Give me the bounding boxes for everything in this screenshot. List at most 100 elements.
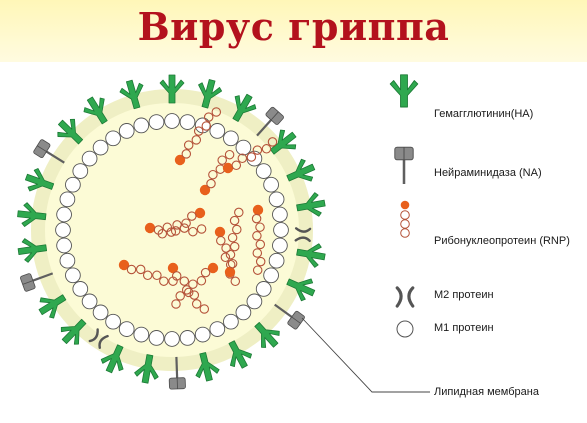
- m1-protein-bead: [179, 114, 196, 130]
- title-band: [0, 0, 587, 62]
- rnp-bead: [267, 137, 278, 147]
- rnp-bead: [203, 112, 214, 122]
- rnp-bead: [255, 239, 266, 250]
- rnp-segment: [251, 204, 266, 275]
- legend-label-m2: M2 протеин: [434, 289, 494, 301]
- rnp-bead: [183, 287, 194, 298]
- m1-protein-bead: [72, 281, 89, 297]
- rnp-bead: [252, 265, 263, 275]
- rnp-bead: [234, 207, 244, 218]
- rnp-bead: [227, 232, 238, 243]
- m1-protein-bead: [194, 326, 211, 343]
- rnp-bead: [171, 271, 182, 281]
- m1-protein-bead: [223, 130, 239, 147]
- rnp-bead: [153, 225, 164, 235]
- rnp-bead: [181, 149, 192, 159]
- legend-label-rnp: Рибонуклеопротеин (RNP): [434, 235, 570, 247]
- rnp-bead: [237, 153, 248, 164]
- rnp-bead: [252, 145, 263, 155]
- m1-protein-bead: [65, 176, 81, 193]
- rnp-segment: [167, 262, 210, 314]
- rnp-bead: [229, 241, 240, 252]
- m1-protein-bead: [268, 191, 285, 208]
- rnp-bead: [246, 152, 257, 162]
- m1-protein-bead: [272, 206, 288, 223]
- m1-protein-bead: [235, 304, 252, 321]
- rnp-bead: [188, 226, 198, 237]
- rnp-bead: [252, 248, 263, 258]
- rnp-bead: [175, 291, 185, 301]
- m1-protein-icon: [396, 320, 414, 338]
- rnp-bead: [255, 256, 266, 267]
- rnp-bead: [135, 264, 146, 275]
- rnp-segment: [118, 259, 178, 286]
- m1-protein-bead: [255, 163, 272, 179]
- rnp-head: [144, 222, 156, 234]
- m1-protein-bead: [55, 222, 71, 238]
- rnp-bead: [229, 215, 240, 226]
- m1-protein-bead: [263, 267, 279, 284]
- m1-protein-bead: [59, 252, 76, 269]
- rnp-bead: [189, 290, 200, 300]
- rnp-bead: [199, 304, 210, 314]
- rnp-bead: [188, 279, 198, 289]
- m1-protein-bead: [164, 113, 180, 129]
- m1-protein-bead: [92, 304, 109, 321]
- m1-protein-bead: [235, 139, 252, 156]
- rnp-bead: [211, 107, 222, 117]
- m1-protein-bead: [118, 321, 135, 337]
- rnp-segment: [224, 207, 244, 278]
- m1-protein-bead: [56, 237, 72, 254]
- rnp-bead: [193, 126, 204, 136]
- rnp-bead: [201, 121, 212, 131]
- m1-protein-bead: [56, 206, 72, 223]
- rnp-bead: [230, 276, 241, 287]
- rnp-bead: [208, 169, 218, 180]
- rnp-head: [174, 154, 186, 166]
- m1-protein-bead: [81, 150, 98, 167]
- rnp-bead: [152, 270, 162, 281]
- m1-protein-bead: [148, 114, 165, 130]
- rnp-bead: [216, 235, 226, 246]
- rnp-bead: [142, 270, 153, 281]
- rnp-segment: [222, 137, 278, 174]
- rnp-bead: [179, 276, 190, 286]
- legend-label-na: Нейраминидаза (NA): [434, 167, 542, 179]
- rnp-segment: [144, 222, 207, 237]
- virion: [16, 74, 328, 391]
- legend-label-ha: Гемагглютинин(HA): [434, 108, 534, 120]
- rnp-segment: [174, 107, 222, 166]
- rnp-head: [214, 226, 226, 238]
- rnp-bead: [232, 224, 242, 235]
- m1-protein-bead: [65, 267, 81, 284]
- rnp-bead: [187, 211, 197, 221]
- rnp-icon: [400, 200, 410, 238]
- m1-protein-bead: [255, 281, 272, 297]
- m1-protein-bead: [272, 237, 288, 254]
- neuraminidase-icon: [393, 145, 415, 186]
- rnp-bead: [181, 285, 192, 295]
- m1-protein-bead: [246, 293, 263, 310]
- rnp-bead: [217, 155, 227, 165]
- rnp-bead: [252, 231, 262, 241]
- membrane-label: Липидная мембрана: [434, 386, 539, 398]
- rnp-bead: [255, 222, 265, 232]
- rnp-head: [224, 266, 236, 278]
- m1-protein-bead: [105, 130, 121, 147]
- rnp-bead: [170, 226, 181, 236]
- rnp-bead: [196, 276, 207, 286]
- legend: [389, 74, 419, 338]
- rnp-bead: [159, 276, 169, 286]
- membrane-pointer-line: [301, 317, 430, 393]
- m1-protein-bead: [105, 313, 121, 330]
- m1-protein-bead: [59, 191, 76, 208]
- m1-protein-bead: [273, 222, 289, 238]
- rnp-bead: [261, 144, 272, 154]
- m1-protein-bead: [223, 313, 239, 330]
- m1-protein-bead: [148, 330, 165, 346]
- rnp-head: [199, 184, 211, 196]
- m1-protein-bead: [133, 117, 150, 134]
- m1-protein-bead: [209, 123, 226, 139]
- rnp-bead: [171, 299, 181, 309]
